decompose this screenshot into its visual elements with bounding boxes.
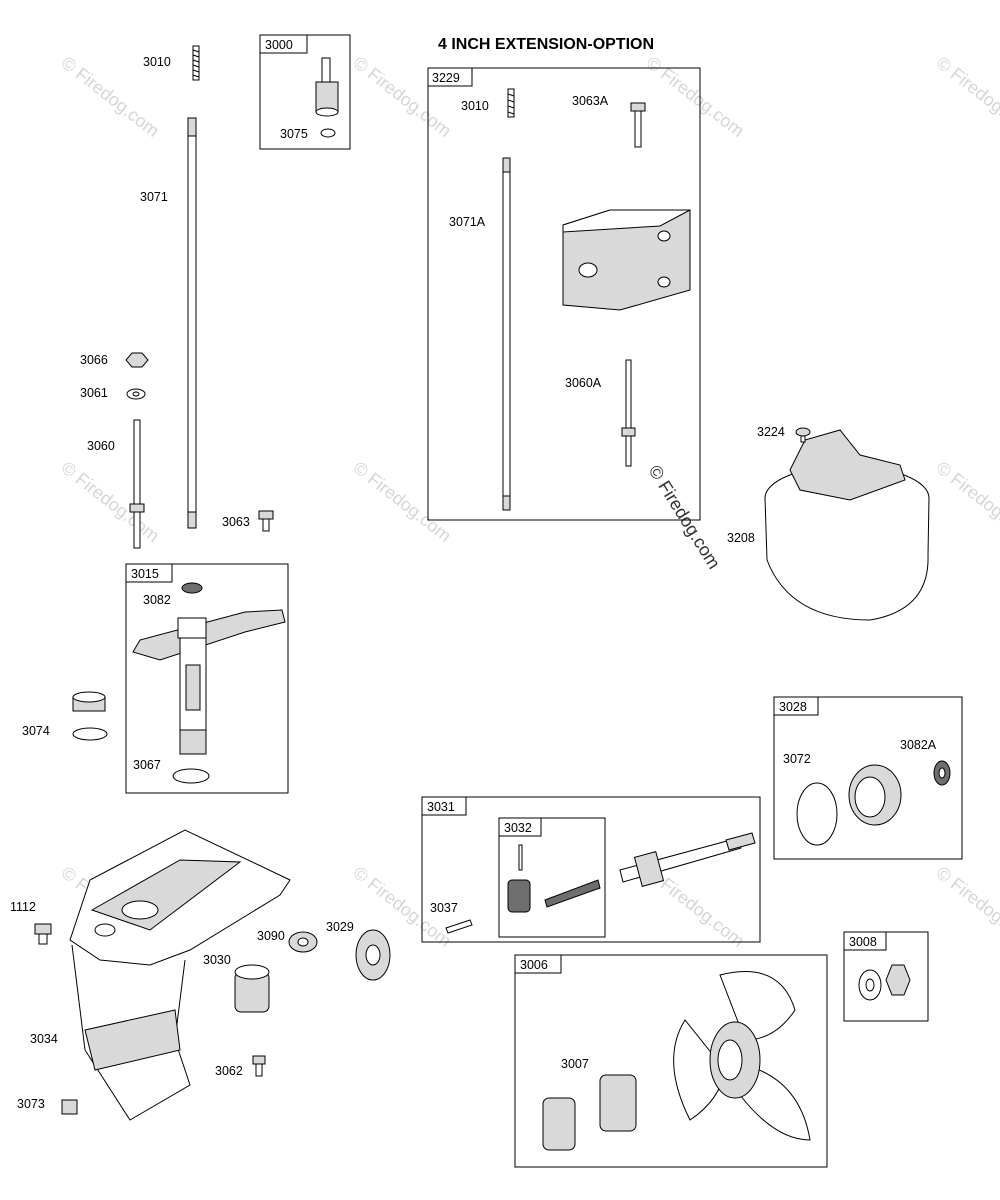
cap-3074-part xyxy=(72,691,108,741)
label-3071A: 3071A xyxy=(449,215,486,229)
box-3229-label: 3229 xyxy=(432,71,460,85)
label-3067: 3067 xyxy=(133,758,161,772)
label-3075: 3075 xyxy=(280,127,308,141)
label-3037: 3037 xyxy=(430,901,458,915)
label-3071: 3071 xyxy=(140,190,168,204)
label-3060: 3060 xyxy=(87,439,115,453)
gear-3030-part xyxy=(234,964,270,1013)
box-3031 xyxy=(421,796,761,943)
box-3008-tag xyxy=(843,931,887,951)
label-3029: 3029 xyxy=(326,920,354,934)
label-3090: 3090 xyxy=(257,929,285,943)
shift-lever-3015-part xyxy=(132,582,286,784)
label-3066: 3066 xyxy=(80,353,108,367)
watermark-center: © Firedog.com xyxy=(645,462,725,573)
shaft-3071A-part xyxy=(502,157,511,511)
gear-3090-part xyxy=(288,931,318,953)
pin-3037-part xyxy=(445,919,473,934)
box-3006-label: 3006 xyxy=(520,958,548,972)
box-3032 xyxy=(498,817,606,938)
box-3015-label: 3015 xyxy=(131,567,159,581)
label-3074: 3074 xyxy=(22,724,50,738)
watermark-4: © Firedog.com xyxy=(933,52,1000,141)
label-1112: 1112 xyxy=(10,900,36,914)
drive-pin-3007-part xyxy=(542,1074,637,1151)
gear-3029-part xyxy=(355,929,391,981)
label-3062: 3062 xyxy=(215,1064,243,1078)
box-3008-label: 3008 xyxy=(849,935,877,949)
watermark-2: © Firedog.com xyxy=(350,52,456,141)
nut-washer-3008-part xyxy=(858,964,911,1001)
spring-3010-part xyxy=(192,45,200,81)
label-3030: 3030 xyxy=(203,953,231,967)
screw-3062-part xyxy=(252,1055,266,1077)
label-3010: 3010 xyxy=(143,55,171,69)
label-3208: 3208 xyxy=(727,531,755,545)
gear-housing-3034-part xyxy=(69,829,291,1121)
stud-3060A-part xyxy=(621,359,636,467)
seal-3082A-part xyxy=(933,760,951,786)
spring-3010-ext-part xyxy=(507,88,515,118)
box-3015 xyxy=(125,563,289,794)
label-3007: 3007 xyxy=(561,1057,589,1071)
box-3000-label: 3000 xyxy=(265,38,293,52)
box-3032-label: 3032 xyxy=(504,821,532,835)
box-3000-tag xyxy=(259,34,308,54)
watermark-6: © Firedog.com xyxy=(350,457,456,546)
label-3063A: 3063A xyxy=(572,94,609,108)
label-3060A: 3060A xyxy=(565,376,602,390)
box-3015-tag xyxy=(125,563,173,583)
label-3082A: 3082A xyxy=(900,738,937,752)
plug-3073-part xyxy=(61,1099,78,1115)
label-3010-ext: 3010 xyxy=(461,99,489,113)
box-3031-label: 3031 xyxy=(427,800,455,814)
label-3063: 3063 xyxy=(222,515,250,529)
adapter-3000-part xyxy=(315,57,339,138)
label-3073: 3073 xyxy=(17,1097,45,1111)
bolt-3063A-part xyxy=(630,102,646,148)
box-3006-tag xyxy=(514,954,562,974)
box-3031-tag xyxy=(421,796,467,816)
watermark-11: © Firedog.com xyxy=(933,862,1000,951)
box-3229-tag xyxy=(427,67,473,87)
section-title: 4 INCH EXTENSION-OPTION xyxy=(438,36,654,53)
bolt-3063-part xyxy=(258,510,274,532)
clamp-ring-3208-part xyxy=(764,429,930,621)
extension-plate-part xyxy=(562,209,691,311)
box-3028 xyxy=(773,696,963,860)
box-3028-tag xyxy=(773,696,819,716)
watermark-3: © Firedog.com xyxy=(643,52,749,141)
watermark-5: © Firedog.com xyxy=(58,457,164,546)
stud-3060-part xyxy=(129,419,145,549)
clutch-dog-part xyxy=(507,844,601,913)
label-3082: 3082 xyxy=(143,593,171,607)
box-3032-tag xyxy=(498,817,542,837)
box-3028-label: 3028 xyxy=(779,700,807,714)
bearing-carrier-part xyxy=(848,764,902,826)
label-3224: 3224 xyxy=(757,425,785,439)
screw-1112-part xyxy=(34,923,52,945)
box-3229 xyxy=(427,67,701,521)
o-ring-3072-part xyxy=(796,782,838,846)
nut-3066-part xyxy=(125,352,149,368)
drive-shaft-3071-part xyxy=(187,117,197,529)
box-3006 xyxy=(514,954,828,1168)
propeller-shaft-part xyxy=(619,832,756,887)
label-3072: 3072 xyxy=(783,752,811,766)
screw-3224-part xyxy=(795,427,811,443)
label-3034: 3034 xyxy=(30,1032,58,1046)
label-3061: 3061 xyxy=(80,386,108,400)
propeller-part xyxy=(673,971,811,1141)
watermark-7: © Firedog.com xyxy=(933,457,1000,546)
